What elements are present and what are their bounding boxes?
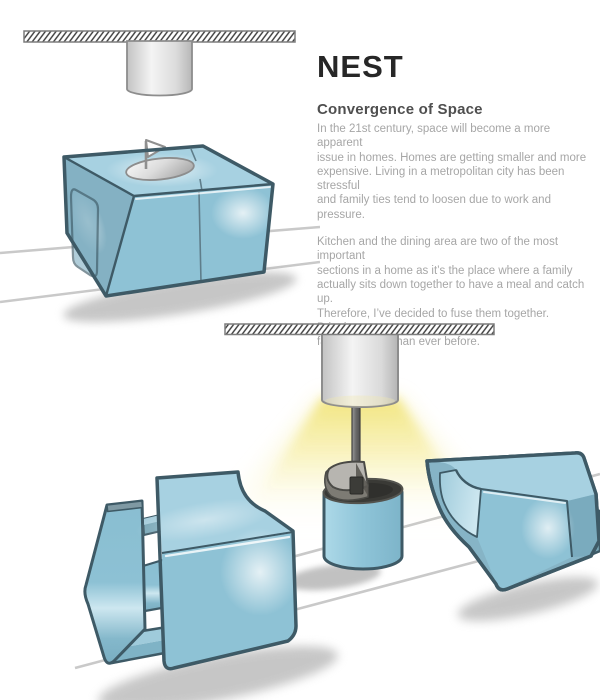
shelf-bar-front: [109, 639, 170, 663]
table-body: [322, 490, 404, 571]
big-piece-top-highlight: [135, 498, 275, 542]
edge-rim: [135, 186, 271, 200]
rod-clamp: [349, 476, 364, 495]
illustration-nest-open: [74, 323, 600, 700]
nest-box-closed: [62, 139, 275, 298]
shadows: [98, 563, 599, 700]
box-outline: [62, 144, 275, 298]
pendant-lamp: [321, 333, 399, 408]
table-cylinder: [322, 460, 404, 571]
text-column: NEST Convergence of Space In the 21st ce…: [317, 50, 589, 349]
seat-piece-right: [425, 451, 600, 592]
seat-assembly-left: [83, 470, 300, 671]
top-bowl: [125, 157, 195, 181]
edge-rim: [483, 491, 566, 504]
page-title: NEST: [317, 49, 404, 84]
illustration-nest-closed: [0, 30, 320, 322]
side-panel-outline: [69, 188, 100, 278]
notch-arc: [454, 469, 482, 491]
section-heading: Convergence of Space: [317, 101, 483, 118]
big-piece-highlight: [220, 528, 300, 616]
box-shadow: [63, 272, 297, 322]
lamp-underlight: [325, 395, 395, 407]
back-panel: [83, 499, 147, 665]
front-highlight: [211, 187, 275, 239]
right-piece-top-face: [427, 452, 596, 501]
right-piece-outline: [425, 451, 600, 592]
top-edges: [63, 155, 274, 198]
right-piece-highlight: [521, 497, 575, 559]
back-panel-top-edge: [106, 500, 144, 513]
ceiling: [224, 323, 495, 336]
corner-edge: [104, 195, 136, 297]
right-piece-side-face: [567, 494, 599, 557]
paragraph-one: In the 21st century, space will become a…: [317, 123, 587, 221]
edge-rim: [164, 535, 291, 558]
front-edges: [480, 488, 573, 558]
top-front-edge: [161, 531, 294, 554]
big-piece-outline: [155, 470, 298, 671]
pendant-lamp: [126, 40, 193, 97]
